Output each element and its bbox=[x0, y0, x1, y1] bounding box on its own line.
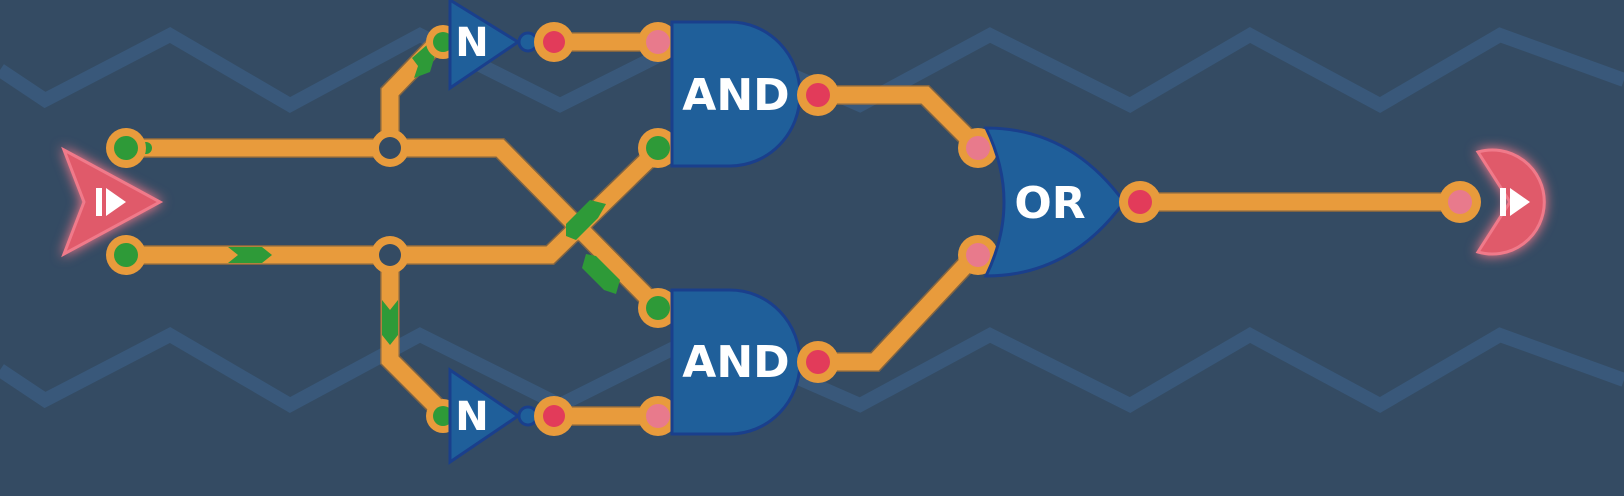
not-gate-bottom[interactable]: N bbox=[426, 367, 574, 465]
signal-chevron bbox=[382, 300, 398, 345]
and-gate-bottom[interactable]: AND bbox=[638, 288, 839, 436]
circuit-output-marker[interactable] bbox=[1439, 148, 1546, 256]
circuit-input-marker[interactable] bbox=[61, 146, 164, 258]
input-pin-a[interactable] bbox=[106, 128, 146, 168]
junction bbox=[379, 137, 401, 159]
gate-label: AND bbox=[682, 70, 789, 121]
junctions bbox=[371, 129, 409, 274]
signal-chevron bbox=[582, 254, 620, 294]
and-gate-top[interactable]: AND bbox=[638, 20, 839, 168]
gate-label: AND bbox=[682, 337, 789, 388]
junction bbox=[379, 244, 401, 266]
play-step-icon bbox=[96, 188, 126, 216]
wire-input-a bbox=[128, 139, 657, 306]
gate-label: OR bbox=[1014, 178, 1085, 229]
wire-and-top-to-or bbox=[820, 86, 982, 152]
wire-and-bottom-to-or bbox=[820, 249, 982, 371]
not-gate-top[interactable]: N bbox=[426, 0, 574, 91]
or-gate[interactable]: OR bbox=[958, 126, 1161, 278]
signal-chevrons bbox=[140, 44, 620, 345]
gate-label: N bbox=[455, 20, 488, 66]
play-step-icon bbox=[1500, 188, 1530, 216]
signal-chevron bbox=[228, 247, 272, 263]
signal-chevron bbox=[566, 200, 606, 240]
gate-label: N bbox=[455, 394, 488, 440]
wire-b-to-not-bottom bbox=[381, 255, 449, 419]
input-pin-b[interactable] bbox=[106, 235, 146, 275]
